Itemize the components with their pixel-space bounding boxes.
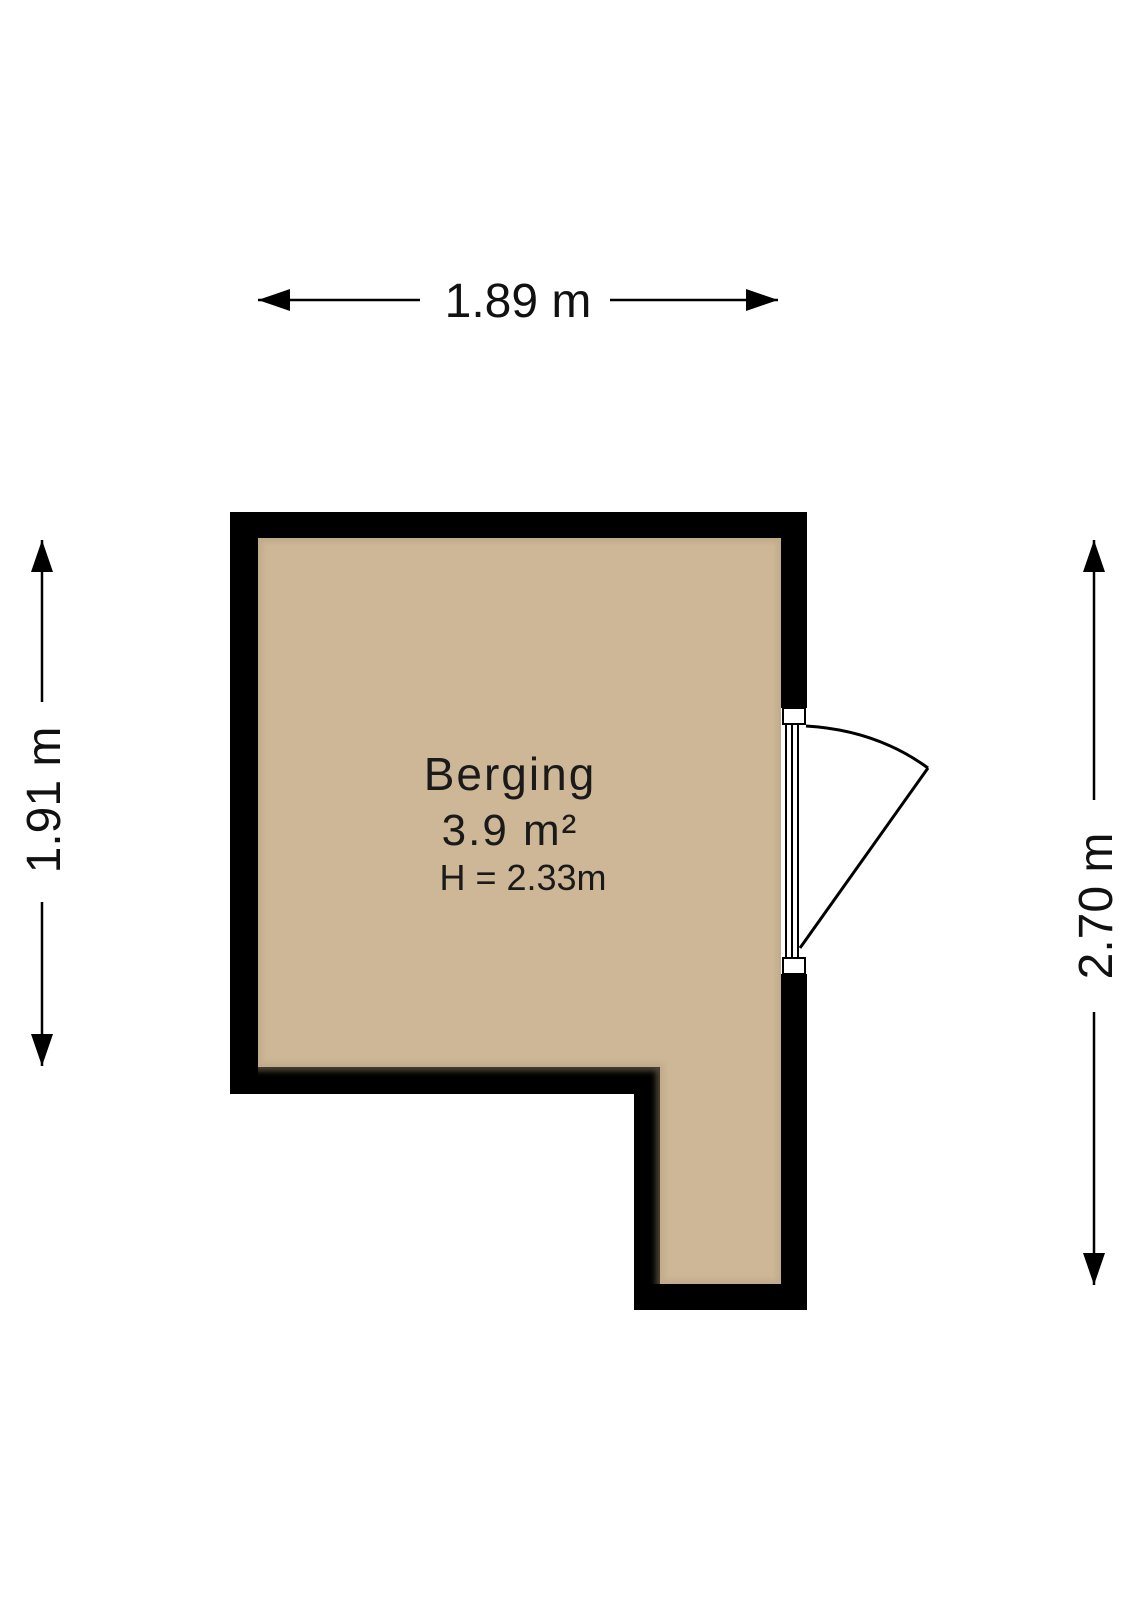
arrow-right-icon (746, 289, 778, 311)
door-jamb-top (782, 707, 806, 725)
room-height: H = 2.33m (439, 857, 606, 898)
door (781, 707, 930, 975)
dimension-top: 1.89 m (258, 275, 778, 328)
dimension-top-label: 1.89 m (445, 275, 592, 328)
arrow-up-icon (31, 540, 53, 572)
arrow-down-icon (31, 1034, 53, 1066)
arrow-up-icon (1083, 540, 1105, 572)
room-floor (258, 538, 781, 1284)
door-jamb-bottom (782, 957, 806, 975)
room-name: Berging (424, 748, 597, 800)
dimension-left: 1.91 m (18, 540, 71, 1066)
dimension-right-label: 2.70 m (1070, 833, 1123, 980)
dimension-left-label: 1.91 m (18, 727, 71, 874)
door-swing-arc (805, 724, 929, 770)
arrow-left-icon (258, 289, 290, 311)
arrow-down-icon (1083, 1253, 1105, 1285)
room-area: 3.9 m² (442, 806, 579, 855)
floor-shade (254, 534, 785, 1288)
door-opening (781, 708, 807, 974)
dimension-right: 2.70 m (1070, 540, 1123, 1285)
door-leaf (798, 767, 930, 949)
